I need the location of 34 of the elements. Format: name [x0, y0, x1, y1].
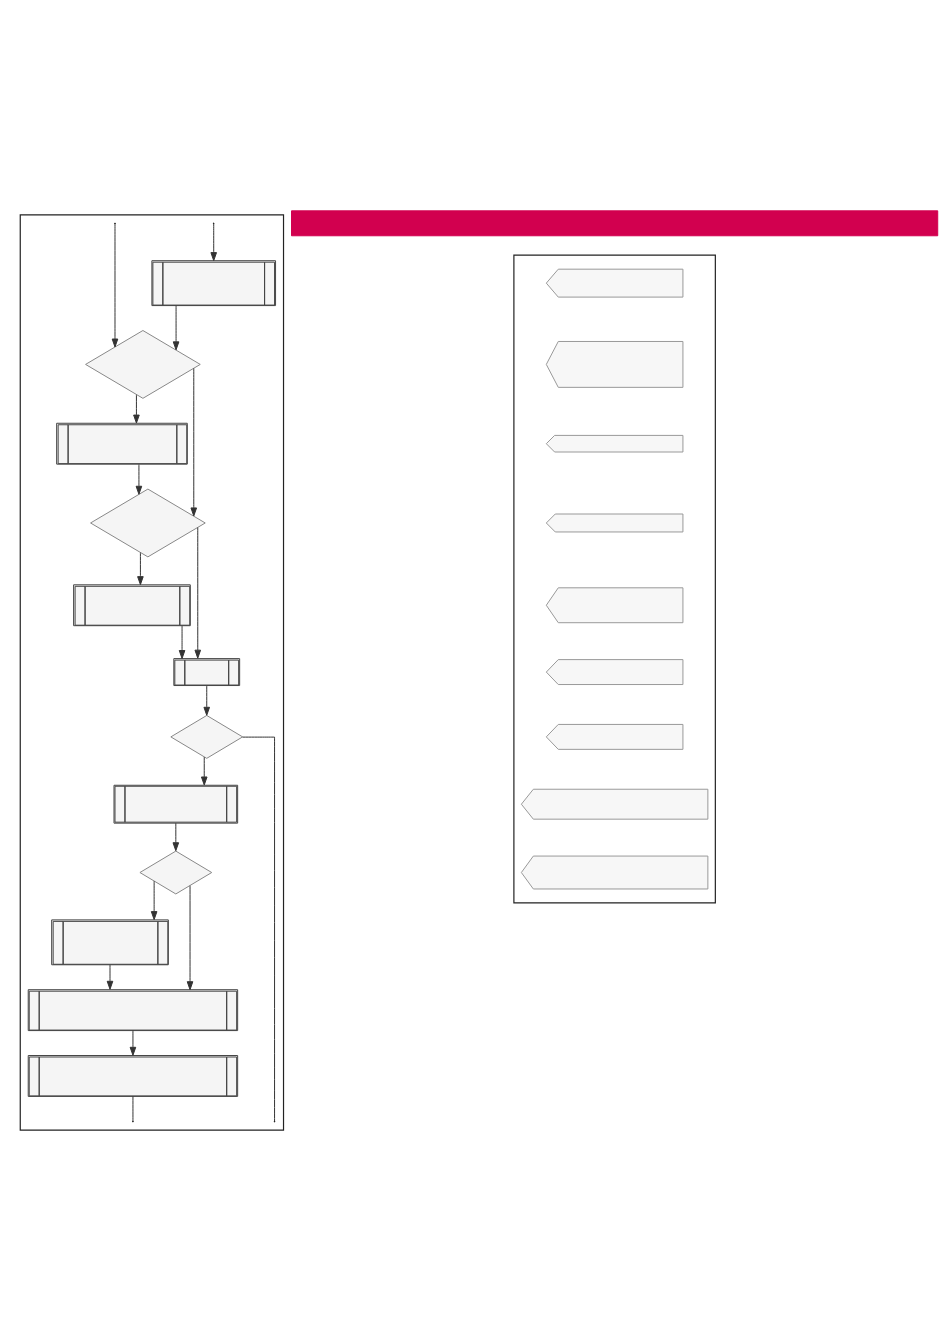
node-callout [545, 586, 684, 623]
connector [132, 1095, 134, 1122]
arrow [135, 463, 143, 495]
arrow [111, 222, 119, 347]
arrow [178, 625, 186, 659]
arrow [203, 684, 211, 716]
arrow [172, 304, 180, 350]
node-diamond [139, 850, 213, 894]
node-callout [545, 513, 684, 532]
node-diamond [170, 714, 244, 759]
arrow [137, 551, 144, 585]
node-diamond [90, 488, 206, 557]
arrow [200, 756, 208, 785]
arrow [129, 1029, 137, 1056]
node-callout [520, 788, 709, 820]
node-bar [291, 209, 939, 236]
arrow [190, 367, 198, 516]
arrow [172, 822, 180, 851]
node-diamond [85, 329, 201, 399]
cluster [19, 213, 285, 1131]
node-callout [545, 268, 684, 298]
arrow [133, 393, 140, 424]
node-callout [545, 434, 684, 452]
arrow [210, 222, 217, 261]
cluster [513, 254, 716, 904]
node-callout [545, 723, 684, 750]
arrow [186, 884, 194, 990]
arrow [150, 880, 158, 920]
connector [242, 736, 276, 1122]
arrow [194, 526, 202, 659]
node-callout [545, 658, 684, 685]
node-callout [520, 855, 709, 889]
arrow [106, 963, 114, 990]
node-callout [545, 340, 684, 388]
